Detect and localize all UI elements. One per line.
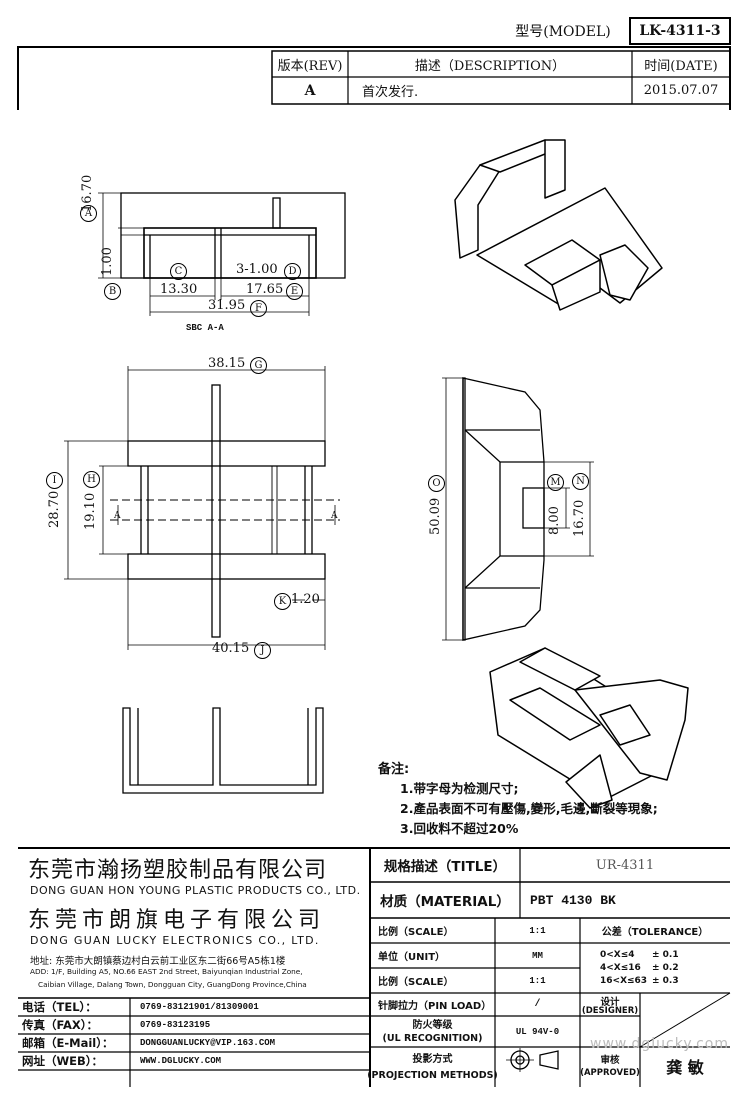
dim-d-marker: D (284, 263, 301, 280)
drawing-area (64, 139, 689, 809)
dim-m-marker: M (547, 474, 564, 491)
material-value: PBT 4130 BK (530, 892, 616, 908)
dim-b-value: 1.00 (100, 247, 115, 276)
section-mark-left: A (114, 511, 121, 521)
company-cn-2: 东莞市朗旗电子有限公司 (28, 908, 326, 933)
date-value: 2015.07.07 (643, 83, 719, 98)
projection-symbol-icon (506, 1048, 559, 1072)
unit-value: MM (532, 950, 543, 961)
model-value: LK-4311-3 (639, 23, 721, 39)
pin-load-label: 针脚拉力（PIN LOAD） (378, 1001, 492, 1012)
company-cn-1: 东莞市瀚扬塑胶制品有限公司 (28, 858, 328, 883)
approved-label-en: (APPROVED) (580, 1068, 640, 1078)
dim-c-value: 13.30 (160, 282, 198, 297)
scale2-value: 1:1 (529, 975, 546, 986)
unit-label: 单位（UNIT） (378, 952, 446, 963)
dim-a-marker: A (80, 205, 97, 222)
dim-d-value: 3-1.00 (236, 262, 278, 277)
tolerance-header: 公差（TOLERANCE） (601, 927, 709, 938)
dim-f-value: 31.95 (208, 298, 246, 313)
section-mark-right: A (331, 511, 338, 521)
ul-label-cn: 防火等级 (412, 1020, 453, 1031)
date-header: 时间(DATE) (644, 58, 718, 74)
tolerance-value: ± 0.2 (652, 963, 679, 973)
contact-web-label: 网址（WEB）： (22, 1054, 104, 1068)
description-header: 描述（DESCRIPTION） (414, 58, 566, 74)
dim-n-value: 16.70 (572, 499, 587, 537)
dim-h-value: 19.10 (83, 492, 98, 530)
tolerance-range: 16<X≤63 (600, 976, 648, 986)
dim-c-marker: C (170, 263, 187, 280)
contact-tel-value: 0769-83121901/81309001 (140, 1002, 259, 1012)
contact-fax-label: 传真（FAX）： (22, 1018, 99, 1032)
dim-e-marker: E (286, 283, 303, 300)
tolerance-range: 4<X≤16 (600, 963, 641, 973)
dim-o-marker: O (428, 475, 445, 492)
dim-outer-h-value: 28.70 (47, 490, 62, 528)
dim-b-marker: B (104, 283, 121, 300)
contact-fax-value: 0769-83123195 (140, 1020, 211, 1030)
section-caption: SBC A-A (186, 323, 224, 333)
tolerance-value: ± 0.3 (652, 976, 679, 986)
company-address-en-1: ADD: 1/F, Building A5, NO.66 EAST 2nd St… (30, 967, 303, 976)
scale-value: 1:1 (529, 925, 546, 936)
tolerance-value: ± 0.1 (652, 950, 679, 960)
rev-header: 版本(REV) (277, 58, 343, 74)
top-view-drawing (64, 366, 340, 650)
header-grid (17, 17, 731, 110)
tolerance-range: 0<X≤4 (600, 950, 635, 960)
dim-j-value: 40.15 (212, 641, 250, 656)
company-address-en-2: Caibian Village, Dalang Town, Dongguan C… (38, 980, 307, 989)
dim-e-value: 17.65 (246, 282, 284, 297)
note-item: 1.带字母为检测尺寸; (400, 781, 519, 796)
section-view-drawing (98, 192, 346, 316)
rev-value: A (304, 82, 316, 99)
ul-label-en: (UL RECOGNITION) (382, 1033, 483, 1044)
notes-title: 备注: (378, 762, 410, 777)
company-en-1: DONG GUAN HON YOUNG PLASTIC PRODUCTS CO.… (30, 884, 361, 897)
iso-view-bottom-drawing (489, 647, 689, 809)
description-value: 首次发行. (362, 85, 419, 100)
note-item: 3.回收料不超过20% (400, 821, 519, 836)
pin-load-value: / (534, 999, 541, 1010)
watermark: www.dglucky.com (590, 1036, 729, 1052)
material-label: 材质（MATERIAL） (380, 894, 510, 910)
dim-m-value: 8.00 (547, 506, 562, 535)
model-label: 型号(MODEL) (515, 24, 611, 40)
dim-g-marker: G (250, 357, 267, 374)
approved-name: 龚 敏 (666, 1058, 704, 1077)
side-view-drawing (442, 377, 594, 641)
dim-h-marker: H (83, 471, 100, 488)
front-view-drawing (122, 707, 324, 794)
ul-value: UL 94V-0 (515, 1026, 560, 1037)
dim-j-marker: J (254, 642, 271, 659)
designer-label-cn: 设计 (600, 997, 620, 1008)
scale2-label: 比例（SCALE） (378, 977, 454, 988)
iso-view-top-drawing (454, 139, 663, 311)
company-address-cn: 地址: 东莞市大朗镇蔡边村白云前工业区东二街66号A5栋1楼 (30, 956, 286, 967)
projection-label-cn: 投影方式 (412, 1054, 453, 1065)
title-label: 规格描述（TITLE） (383, 859, 507, 875)
dim-o-value: 50.09 (428, 497, 443, 535)
scale-label: 比例（SCALE） (378, 927, 454, 938)
dim-outer-h-marker: I (46, 472, 63, 489)
contact-email-label: 邮箱（E-Mail）： (22, 1036, 114, 1050)
contact-web-value[interactable]: WWW.DGLUCKY.COM (140, 1056, 222, 1066)
projection-label-en: (PROJECTION METHODS) (367, 1070, 498, 1081)
dim-n-marker: N (572, 473, 589, 490)
designer-label-en: (DESIGNER) (581, 1006, 639, 1016)
dim-k-value: 1.20 (291, 592, 320, 607)
dim-g-value: 38.15 (208, 356, 246, 371)
note-item: 2.產品表面不可有壓傷,變形,毛邊,斷裂等現象; (400, 801, 658, 816)
contact-tel-label: 电话（TEL）： (22, 1000, 97, 1014)
contact-email-value[interactable]: DONGGUANLUCKY@VIP.163.COM (140, 1038, 276, 1048)
title-value: UR-4311 (595, 857, 655, 873)
company-en-2: DONG GUAN LUCKY ELECTRONICS CO., LTD. (30, 934, 320, 947)
dim-f-marker: F (250, 300, 267, 317)
approved-label-cn: 审核 (600, 1055, 620, 1066)
dim-k-marker: K (274, 593, 291, 610)
